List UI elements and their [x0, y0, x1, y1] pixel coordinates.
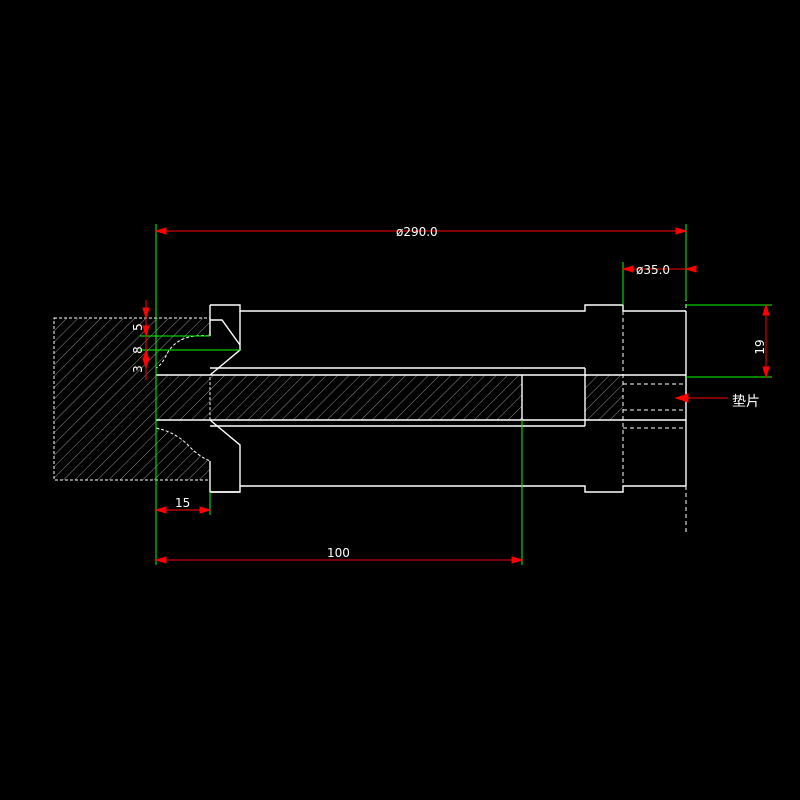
hidden-lines [622, 290, 687, 535]
shim-label: 垫片 [732, 394, 760, 410]
upper-body-outline [210, 304, 686, 312]
dim-vertical-middle: 8 [131, 346, 145, 354]
dim-length-100: 100 [327, 546, 350, 560]
spacer-section [585, 375, 623, 420]
dim-vertical-upper: 5 [131, 323, 145, 331]
shaft-section [210, 375, 522, 420]
dim-small-diameter: ø35.0 [636, 263, 670, 277]
dim-vertical-lower: 3 [131, 365, 145, 373]
dim-overall-diameter: ø290.0 [396, 225, 438, 239]
dimension-texts: ø290.0 ø35.0 19 15 100 5 8 3 垫片 [131, 225, 767, 560]
dim-left-depth: 15 [175, 496, 190, 510]
upper-seat-cut [210, 319, 241, 346]
part-outline [156, 304, 687, 493]
extension-lines [140, 224, 772, 565]
lower-flange-outline [209, 419, 686, 493]
hatched-sections [53, 317, 623, 481]
dimension-lines [142, 227, 770, 564]
dim-height-right: 19 [753, 339, 767, 354]
